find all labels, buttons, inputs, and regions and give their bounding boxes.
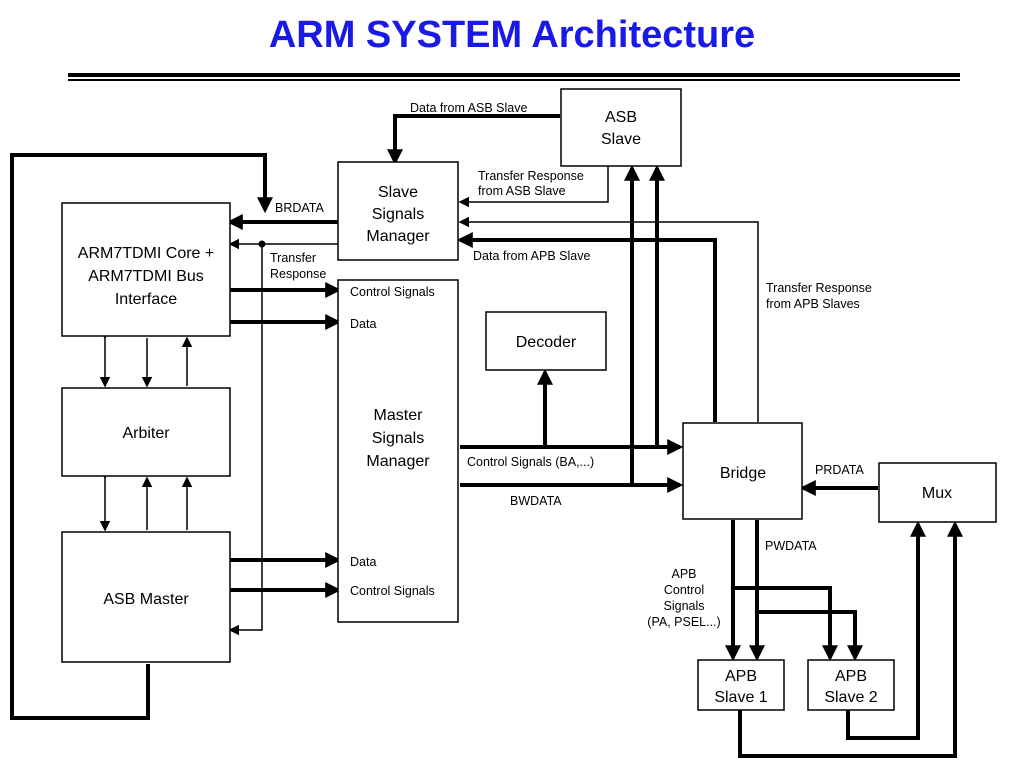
slave1-to-mux-arrow: [738, 520, 963, 758]
msm-control-signals-top: Control Signals: [350, 285, 435, 299]
bwdata-label: BWDATA: [510, 494, 562, 508]
msm-label-2: Signals: [372, 430, 424, 447]
slave2-to-mux-arrow: [846, 520, 926, 740]
msm-data-top: Data: [350, 317, 376, 331]
mux-block: Mux: [878, 462, 997, 523]
msm-control-signals-bottom: Control Signals: [350, 584, 435, 598]
apb-slave-1-block: APB Slave 1: [697, 659, 785, 711]
apb-control-label-4: (PA, PSEL...): [647, 615, 720, 629]
transfer-response-apb-label-2: from APB Slaves: [766, 297, 860, 311]
asb-master-label: ASB Master: [103, 591, 189, 608]
asb-master-block: ASB Master: [61, 531, 231, 663]
slave-signals-manager-block: Slave Signals Manager: [337, 161, 459, 261]
title-rule-thin: [68, 79, 960, 81]
data-from-asb-slave-label: Data from ASB Slave: [410, 101, 527, 115]
ssm-label-1: Slave: [378, 184, 418, 201]
transfer-response-asb-label-2: from ASB Slave: [478, 184, 566, 198]
arbiter-label: Arbiter: [122, 425, 170, 442]
master-loop-arrow: [10, 153, 273, 720]
page-title: ARM SYSTEM Architecture: [268, 14, 756, 56]
brdata-label: BRDATA: [275, 201, 325, 215]
decoder-block: Decoder: [485, 311, 607, 371]
asb-slave-data-arrow: [387, 114, 560, 166]
arbiter-block: Arbiter: [61, 387, 231, 477]
transfer-response-label-1: Transfer: [270, 251, 316, 265]
msm-label-3: Manager: [366, 453, 430, 470]
arm-core-label-2: ARM7TDMI Bus: [88, 268, 204, 285]
apb-slave-1-label-2: Slave 1: [714, 689, 767, 706]
bridge-label: Bridge: [720, 465, 766, 482]
arm-core-label-1: ARM7TDMI Core +: [78, 245, 214, 262]
transfer-response-apb-arrow: [458, 216, 759, 422]
apb-control-label-1: APB: [671, 567, 696, 581]
apb-slave-2-label-1: APB: [835, 668, 867, 685]
apb-slave-1-label-1: APB: [725, 668, 757, 685]
msm-data-bottom: Data: [350, 555, 376, 569]
transfer-response-asb-label-1: Transfer Response: [478, 169, 584, 183]
master-signals-manager-block: Master Signals Manager Control Signals D…: [337, 279, 459, 623]
bridge-block: Bridge: [682, 422, 803, 520]
apb-data-to-ssm-arrow: [456, 232, 717, 422]
title-rule-thick: [68, 73, 960, 77]
arm-core-block: ARM7TDMI Core + ARM7TDMI Bus Interface: [61, 202, 231, 337]
transfer-response-apb-label-1: Transfer Response: [766, 281, 872, 295]
msm-label-1: Master: [374, 407, 424, 424]
control-signals-ba-label: Control Signals (BA,...): [467, 455, 594, 469]
apb-slave-2-block: APB Slave 2: [807, 659, 895, 711]
pwdata-label: PWDATA: [765, 539, 817, 553]
ssm-label-2: Signals: [372, 206, 424, 223]
apb-slave-2-label-2: Slave 2: [824, 689, 877, 706]
arm-core-label-3: Interface: [115, 291, 177, 308]
apb-control-arrow-2: [733, 586, 838, 662]
transfer-response-master-arrow: [228, 244, 263, 636]
asb-slave-label-2: Slave: [601, 131, 641, 148]
decoder-label: Decoder: [516, 334, 577, 351]
apb-control-label-3: Signals: [664, 599, 705, 613]
data-from-apb-slave-label: Data from APB Slave: [473, 249, 590, 263]
mux-label: Mux: [922, 485, 952, 502]
asb-slave-block: ASB Slave: [560, 88, 682, 167]
prdata-label: PRDATA: [815, 463, 865, 477]
asb-slave-label-1: ASB: [605, 109, 637, 126]
transfer-response-label-2: Response: [270, 267, 326, 281]
pwdata-arrow-2: [757, 610, 863, 662]
junction-dot: [258, 240, 266, 248]
ssm-label-3: Manager: [366, 228, 430, 245]
transfer-response-asb-arrow: [458, 166, 609, 208]
apb-control-label-2: Control: [664, 583, 704, 597]
